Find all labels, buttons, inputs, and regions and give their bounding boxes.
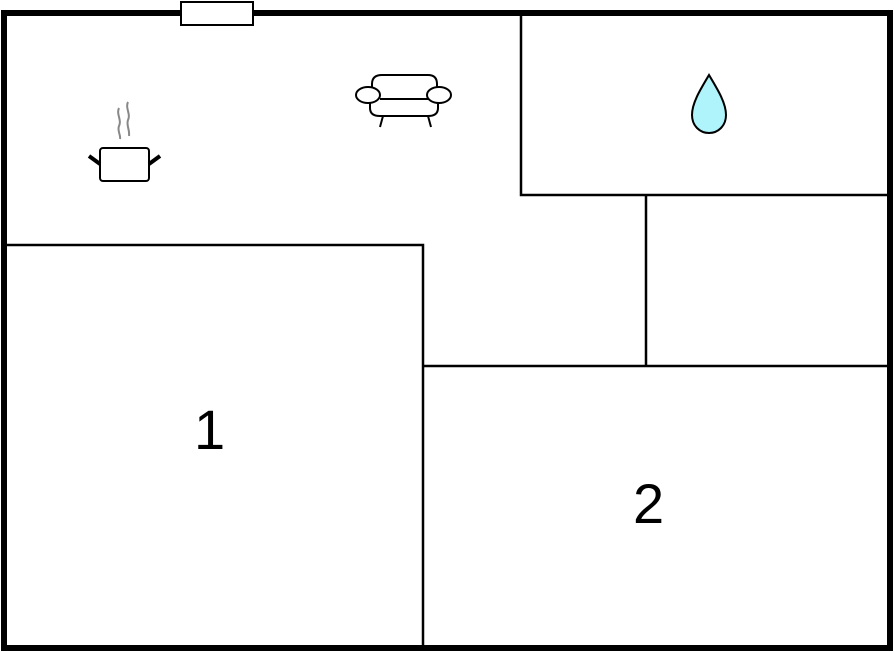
outer-wall — [1, 10, 893, 651]
room-label-2: 2 — [633, 472, 665, 535]
kitchen-pot-icon — [87, 101, 162, 182]
sofa-icon — [355, 74, 452, 128]
bedroom-1-wall — [4, 243, 425, 648]
window — [180, 1, 254, 26]
water-drop-icon — [690, 73, 728, 135]
bathroom-wall — [519, 13, 890, 197]
room-label-1: 1 — [194, 398, 226, 461]
